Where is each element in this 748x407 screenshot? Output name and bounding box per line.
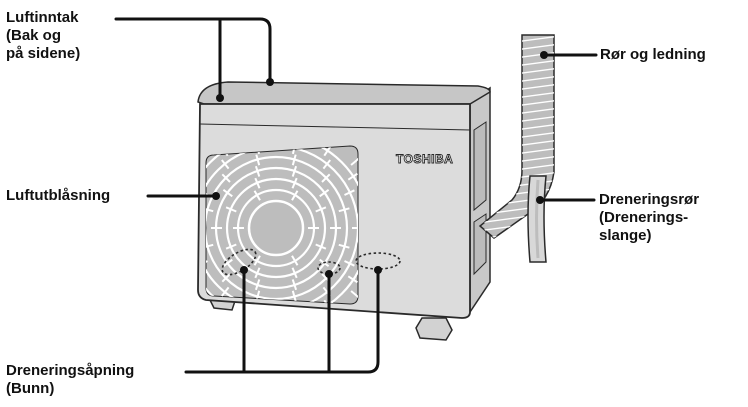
label-air-intake: Luftinntak (Bak og på sidene) xyxy=(6,9,80,63)
label-drain-opening: Dreneringsåpning (Bunn) xyxy=(6,362,134,398)
label-air-outlet: Luftutblåsning xyxy=(6,187,110,205)
fan-hub xyxy=(247,199,305,257)
leader-dot-drain-pipe xyxy=(536,196,544,204)
leader-dot-drain-2 xyxy=(325,270,333,278)
grille-spoke xyxy=(174,262,184,266)
brand-logo: TOSHIBA xyxy=(396,152,453,166)
leader-dot-drain-1 xyxy=(240,266,248,274)
drain-opening-left xyxy=(221,248,257,276)
grille-spoke xyxy=(221,173,231,183)
grille-spoke xyxy=(206,207,214,213)
grille-spoke xyxy=(338,243,350,249)
grille-spoke xyxy=(322,159,331,170)
grille-ring xyxy=(206,155,349,301)
label-drain-opening-line-1: Dreneringsåpning xyxy=(6,362,135,379)
grille-spoke xyxy=(255,154,261,166)
grille-spoke xyxy=(253,190,261,201)
grille-spoke xyxy=(323,299,332,304)
grille-spoke xyxy=(254,177,261,189)
drain-opening-center xyxy=(317,261,341,275)
unit-foot-right xyxy=(415,317,453,341)
label-air-intake-line-3: på sidene) xyxy=(6,45,81,62)
leader-lines xyxy=(114,17,598,374)
grille-spoke xyxy=(315,243,327,250)
label-air-outlet-line-1: Luftutblåsning xyxy=(6,187,111,204)
grille-spoke xyxy=(291,154,297,166)
grille-spoke xyxy=(291,165,298,177)
grille-spoke xyxy=(180,245,191,247)
grille-spoke xyxy=(206,243,214,249)
grille-spoke xyxy=(221,159,230,170)
grille-spoke xyxy=(222,258,233,268)
label-air-intake-line-2: (Bak og xyxy=(6,27,62,44)
leader-air-intake xyxy=(114,17,272,100)
label-air-intake-line-1: Luftinntak xyxy=(6,9,79,26)
grille-spoke xyxy=(291,255,299,266)
grille-spoke xyxy=(253,255,261,266)
grille-spoke xyxy=(347,275,358,284)
grille-spoke xyxy=(350,290,358,299)
grille-spoke xyxy=(344,260,355,267)
leader-dot-drain-3 xyxy=(374,266,382,274)
grille-spoke xyxy=(257,313,259,324)
label-drain-pipe-line-1: Dreneringsrør xyxy=(599,191,700,208)
grille-spoke xyxy=(291,267,298,279)
leader-dot-pipe xyxy=(540,51,548,59)
grille-spoke xyxy=(257,325,259,336)
grille-spoke xyxy=(293,313,295,324)
label-drain-pipe: Dreneringsrør (Drenerings- slange) xyxy=(599,191,699,245)
grille-spoke xyxy=(225,206,237,213)
label-drain-opening-line-2: (Bunn) xyxy=(6,380,55,397)
grille-ring xyxy=(225,177,327,279)
grille-spoke xyxy=(315,206,327,213)
grille-spoke xyxy=(291,290,297,302)
grille-spoke xyxy=(222,188,233,198)
grille-spoke xyxy=(319,188,330,198)
label-pipe-and-cable: Rør og ledning xyxy=(600,46,706,64)
label-drain-pipe-line-2: (Drenerings- xyxy=(599,209,689,226)
grille-spoke xyxy=(180,209,191,211)
grille-spoke xyxy=(254,165,261,177)
grille-spoke xyxy=(254,267,261,279)
grille-spoke xyxy=(321,173,331,183)
grille-spoke xyxy=(350,157,358,166)
grille-spoke xyxy=(174,191,184,195)
grille-spoke xyxy=(291,177,298,189)
grille-spoke xyxy=(323,146,332,157)
grille-spoke xyxy=(221,273,231,283)
grille-spoke xyxy=(338,207,350,213)
leader-dot-air-intake-1 xyxy=(216,94,224,102)
drain-opening-right xyxy=(355,252,401,270)
leader-drain-opening xyxy=(184,268,380,374)
grille-spoke xyxy=(291,190,299,201)
label-pipe-and-cable-line-1: Rør og ledning xyxy=(600,46,706,63)
grille-spoke xyxy=(347,172,358,181)
grille-spoke xyxy=(291,279,298,291)
leader-dot-air-intake-2 xyxy=(266,78,274,86)
grille-spoke xyxy=(222,313,228,323)
unit-side-panel xyxy=(469,86,491,315)
grille-spoke xyxy=(344,189,355,196)
grille-spoke xyxy=(225,243,237,250)
grille-spoke xyxy=(254,279,261,291)
leader-dot-air-outlet xyxy=(212,192,220,200)
grille-spoke xyxy=(293,325,295,336)
drain-hose xyxy=(527,175,547,263)
grille-spoke xyxy=(221,286,230,297)
label-drain-pipe-line-3: slange) xyxy=(599,227,652,244)
